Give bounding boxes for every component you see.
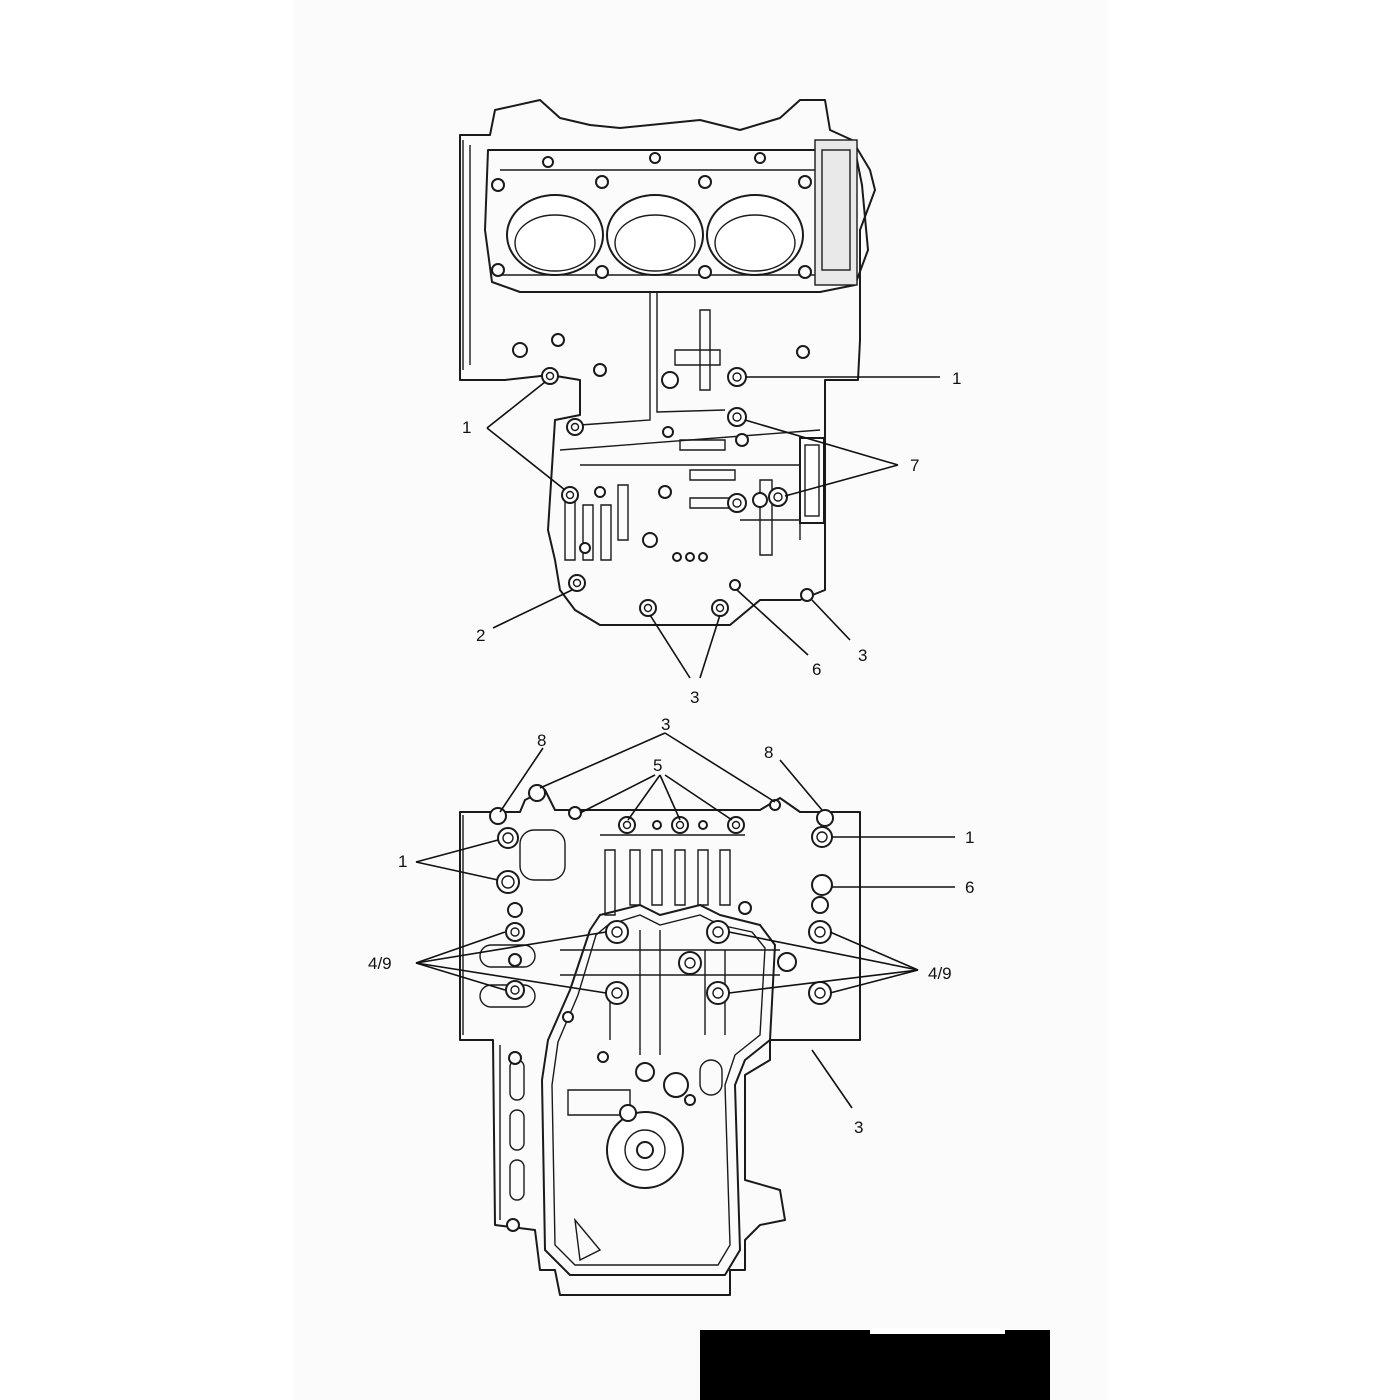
cam-chain-tunnel: [814, 139, 858, 286]
side-pockets: [479, 829, 723, 1201]
lower-holes: [506, 820, 829, 1232]
oil-gallery-window: [799, 437, 825, 524]
callout-label: 3: [858, 646, 867, 665]
lower-leader-lines: [415, 732, 955, 1109]
upper-crankcase: 1 1 7 2 6 3 3: [459, 99, 961, 707]
page-footer-bar: [700, 1328, 1050, 1400]
upper-callout-bolts: [541, 367, 814, 617]
cylinder-bore-2: [606, 194, 704, 276]
callout-label: 1: [952, 369, 961, 388]
callout-label: 1: [462, 418, 471, 437]
callout-label: 2: [476, 626, 485, 645]
callout-label: 6: [812, 660, 821, 679]
cylinder-bore-1: [506, 194, 604, 276]
callout-label: 3: [690, 688, 699, 707]
callout-label: 3: [661, 715, 670, 734]
callout-label: 4/9: [928, 964, 952, 983]
upper-holes: [512, 333, 810, 591]
deck-bolt-holes: [491, 152, 812, 279]
lower-ribs: [560, 834, 780, 1055]
callout-label: 1: [965, 828, 974, 847]
callout-label: 7: [910, 456, 919, 475]
callout-label: 8: [537, 731, 546, 750]
callout-label: 5: [653, 756, 662, 775]
callout-label: 3: [854, 1118, 863, 1137]
callout-label: 1: [398, 852, 407, 871]
upper-leader-lines: [486, 376, 940, 679]
callout-label: 4/9: [368, 954, 392, 973]
callout-label: 8: [764, 743, 773, 762]
cylinder-bore-3: [706, 194, 804, 276]
callout-label: 6: [965, 878, 974, 897]
lower-crankcase: 3 8 5 8 1 1 6 4/9 4/9 3: [368, 715, 974, 1296]
upper-ribs: [559, 309, 821, 561]
